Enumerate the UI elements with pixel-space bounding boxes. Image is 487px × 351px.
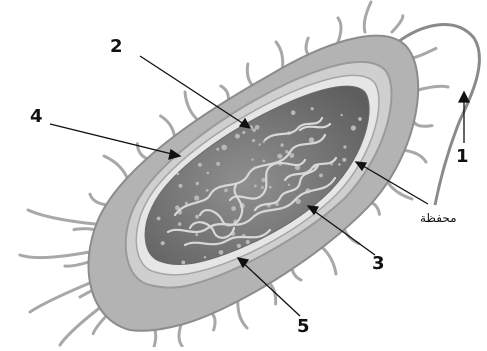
label-capsule: محفظة [420,212,457,224]
ribosome-dot [288,184,290,186]
ribosome-dot [242,131,245,134]
ribosome-dot [254,185,257,188]
ribosome-dot [261,186,264,189]
ribosome-dot [195,233,198,236]
label-1: 1 [456,148,469,166]
ribosome-dot [277,154,282,159]
leader-line-4 [50,124,180,156]
ribosome-dot [196,182,199,185]
ribosome-dot [198,163,202,167]
pilus [28,210,105,225]
pilus [412,48,436,58]
ribosome-dot [178,222,182,226]
ribosome-dot [204,256,206,258]
ribosome-dot [181,261,185,265]
ribosome-dot [251,158,253,160]
ribosome-dot [280,143,283,146]
pilus [402,150,426,162]
ribosome-dot [262,160,265,163]
ribosome-dot [252,128,256,132]
pilus [338,18,341,42]
ribosome-dot [207,172,210,175]
ribosome-dot [269,186,272,189]
pilus [104,156,128,180]
pilus [149,330,156,347]
ribosome-dot [237,244,241,248]
ribosome-dot [177,173,180,176]
ribosome-dot [246,240,250,244]
ribosome-dot [358,117,362,121]
ribosome-dot [338,163,341,166]
ribosome-dot [319,174,323,178]
label-3: 3 [372,255,385,273]
ribosome-dot [219,250,224,255]
ribosome-dot [216,162,220,166]
ribosome-dot [351,125,356,130]
ribosome-dot [216,148,219,151]
ribosome-dot [161,242,164,245]
ribosome-dot [179,184,183,188]
ribosome-dot [221,145,227,151]
pilus [238,298,247,328]
arrowhead-1 [459,92,469,102]
pilus [418,86,448,90]
ribosome-dot [341,114,343,116]
ribosome-dot [291,110,296,115]
ribosome-dot [311,107,314,110]
pilus [90,194,108,205]
ribosome-dot [259,143,261,145]
ribosome-dot [309,137,314,142]
label-4: 4 [30,108,43,126]
label-5: 5 [297,318,310,336]
ribosome-dot [255,125,260,130]
pilus [185,92,200,122]
ribosome-dot [235,134,240,139]
ribosome-dot [224,189,228,193]
ribosome-dot [343,145,346,148]
ribosome-dot [285,150,288,153]
ribosome-dot [231,206,236,211]
pilus [414,122,432,126]
ribosome-dot [206,189,209,192]
ribosome-dot [157,217,161,221]
ribosome-dot [252,139,255,142]
pilus [364,2,371,32]
ribosome-dot [194,195,199,200]
ribosome-dot [342,158,346,162]
pilus [392,16,403,32]
label-2: 2 [110,38,123,56]
ribosome-dot [195,215,199,219]
